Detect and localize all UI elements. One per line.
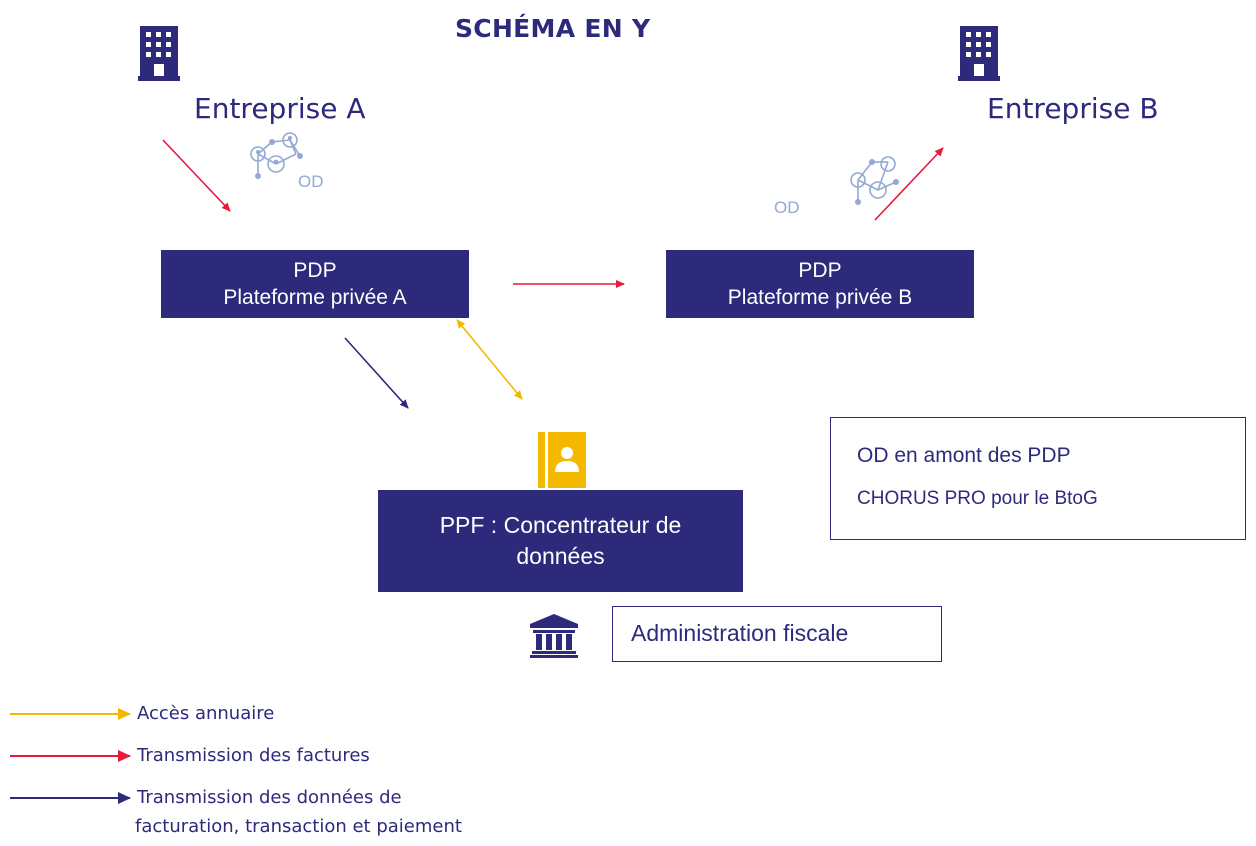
network-users-icon <box>250 132 303 179</box>
pdp-b-line2: Plateforme privée B <box>727 286 913 309</box>
administration-fiscale-label: Administration fiscale <box>631 620 849 646</box>
ppf-line2: données <box>516 543 605 569</box>
pdp-b-line1: PDP <box>798 259 842 282</box>
network-users-icon <box>850 156 899 205</box>
ppf-box: PPF : Concentrateur de données <box>378 490 743 592</box>
pdp-a-line2: Plateforme privée A <box>223 286 407 309</box>
legend-factures: Transmission des factures <box>137 745 370 766</box>
directory-book-icon <box>538 432 586 488</box>
administration-fiscale-box <box>612 606 942 662</box>
arrow-pdp-a-ppf-annuaire <box>456 319 523 400</box>
entreprise-b-label: Entreprise B <box>987 92 1159 125</box>
info-box <box>830 417 1246 540</box>
pdp-b-box: PDP Plateforme privée B <box>666 250 974 318</box>
legend-donnees-line2: facturation, transaction et paiement <box>135 816 462 837</box>
diagram-title: SCHÉMA EN Y <box>455 14 651 43</box>
building-icon <box>958 26 1000 81</box>
info-line-od: OD en amont des PDP <box>857 444 1071 467</box>
arrow-pdp-a-to-ppf <box>344 337 409 409</box>
legend-donnees-line1: Transmission des données de <box>137 787 402 808</box>
od-a-label: OD <box>298 172 324 191</box>
pdp-a-box: PDP Plateforme privée A <box>161 250 469 318</box>
info-line-chorus: CHORUS PRO pour le BtoG <box>857 488 1098 509</box>
government-building-icon <box>530 614 578 658</box>
ppf-line1: PPF : Concentrateur de <box>439 512 682 538</box>
legend-annuaire: Accès annuaire <box>137 703 275 724</box>
pdp-a-line1: PDP <box>293 259 337 282</box>
building-icon <box>138 26 180 81</box>
entreprise-a-label: Entreprise A <box>194 92 366 125</box>
arrow-entreprise-a-to-pdp-a <box>162 139 231 212</box>
od-b-label: OD <box>774 198 800 217</box>
arrow-pdp-b-to-entreprise-b <box>874 147 944 221</box>
